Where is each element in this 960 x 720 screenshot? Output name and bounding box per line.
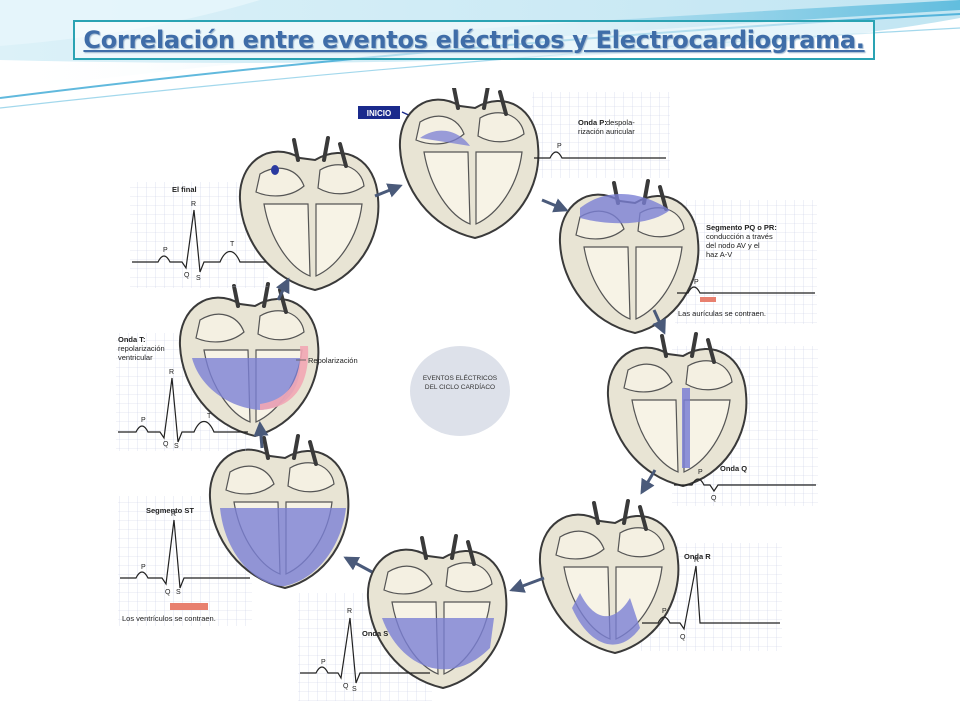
svg-text:S: S bbox=[352, 686, 357, 693]
center-label-line2: DEL CICLO CARDÍACO bbox=[425, 382, 495, 391]
svg-text:INICIO: INICIO bbox=[367, 109, 391, 118]
center-label: EVENTOS ELÉCTRICOS DEL CICLO CARDÍACO bbox=[410, 346, 510, 436]
svg-text:P: P bbox=[141, 564, 146, 571]
t-wave-title: Onda T: bbox=[118, 335, 146, 344]
svg-text:despola-: despola- bbox=[606, 118, 635, 127]
svg-text:Q: Q bbox=[163, 441, 169, 448]
svg-text:Q: Q bbox=[165, 589, 171, 596]
svg-text:P: P bbox=[163, 247, 168, 254]
st-interval-bar bbox=[170, 603, 208, 610]
stage-s-wave: Onda S P R Q S bbox=[298, 534, 509, 701]
ecg-trace-st bbox=[120, 519, 250, 589]
cycle-arrows bbox=[253, 183, 666, 593]
pq-segment-title: Segmento PQ o PR: bbox=[706, 223, 777, 232]
ecg-trace-t bbox=[118, 377, 248, 443]
svg-text:conducción a través: conducción a través bbox=[706, 232, 773, 241]
ecg-trace-r bbox=[642, 565, 780, 631]
center-label-line1: EVENTOS ELÉCTRICOS bbox=[423, 373, 498, 382]
svg-text:Q: Q bbox=[711, 495, 717, 502]
pq-caption: Las aurículas se contraen. bbox=[678, 309, 766, 318]
stage-pq-segment: Segmento PQ o PR: conducción a través de… bbox=[557, 179, 817, 335]
svg-text:S: S bbox=[174, 443, 179, 450]
repolarization-callout: Repolarización bbox=[308, 356, 358, 365]
svg-text:P: P bbox=[698, 469, 703, 476]
svg-text:Q: Q bbox=[184, 272, 190, 279]
ecg-trace-p bbox=[534, 151, 666, 159]
svg-text:T: T bbox=[207, 413, 212, 420]
heart-p-wave bbox=[397, 88, 541, 240]
svg-text:S: S bbox=[176, 589, 181, 596]
svg-text:R: R bbox=[347, 608, 352, 615]
pq-interval-bar bbox=[700, 297, 716, 302]
slide-title: Correlación entre eventos eléctricos y E… bbox=[83, 26, 865, 54]
svg-text:R: R bbox=[191, 201, 196, 208]
svg-text:P: P bbox=[141, 417, 146, 424]
svg-text:P: P bbox=[662, 608, 667, 615]
st-segment-title: Segmento ST bbox=[146, 506, 194, 515]
svg-text:P: P bbox=[321, 659, 326, 666]
ecg-trace-q bbox=[674, 478, 816, 493]
svg-text:Q: Q bbox=[343, 683, 349, 690]
end-title: El final bbox=[172, 185, 197, 194]
svg-text:P: P bbox=[557, 143, 562, 150]
slide-title-box: Correlación entre eventos eléctricos y E… bbox=[73, 20, 875, 60]
svg-text:R: R bbox=[694, 557, 699, 564]
svg-text:rización auricular: rización auricular bbox=[578, 127, 635, 136]
svg-text:S: S bbox=[196, 275, 201, 282]
stage-st-segment: Segmento ST P R Q S Los ventrículos se c… bbox=[118, 434, 351, 626]
ecg-trace-end bbox=[132, 209, 266, 273]
svg-text:P: P bbox=[694, 279, 699, 286]
q-wave-title: Onda Q bbox=[720, 464, 747, 473]
svg-text:Q: Q bbox=[680, 634, 686, 641]
stage-p-wave: Onda P: despola- rización auricular P bbox=[397, 88, 670, 240]
stage-r-wave: Onda R P Q R bbox=[537, 499, 782, 655]
svg-text:del nodo AV y el: del nodo AV y el bbox=[706, 241, 760, 250]
s-wave-title: Onda S bbox=[362, 629, 388, 638]
stage-q-wave: Onda Q P Q bbox=[605, 332, 818, 506]
r-wave-title: Onda R bbox=[684, 552, 711, 561]
svg-text:R: R bbox=[169, 369, 174, 376]
ecg-trace-s bbox=[300, 617, 430, 684]
svg-text:ventricular: ventricular bbox=[118, 353, 153, 362]
cardiac-cycle-diagram: EVENTOS ELÉCTRICOS DEL CICLO CARDÍACO IN… bbox=[116, 88, 818, 701]
st-caption: Los ventrículos se contraen. bbox=[122, 614, 216, 623]
svg-text:R: R bbox=[171, 511, 176, 518]
svg-text:T: T bbox=[230, 241, 235, 248]
p-wave-title: Onda P: bbox=[578, 118, 607, 127]
ecg-trace-pq bbox=[677, 286, 815, 294]
svg-text:haz A-V: haz A-V bbox=[706, 250, 732, 259]
stage-end: El final P R Q S T bbox=[130, 136, 381, 292]
svg-text:repolarización: repolarización bbox=[118, 344, 165, 353]
stage-t-wave: Onda T: repolarización ventricular P R Q… bbox=[116, 282, 358, 451]
